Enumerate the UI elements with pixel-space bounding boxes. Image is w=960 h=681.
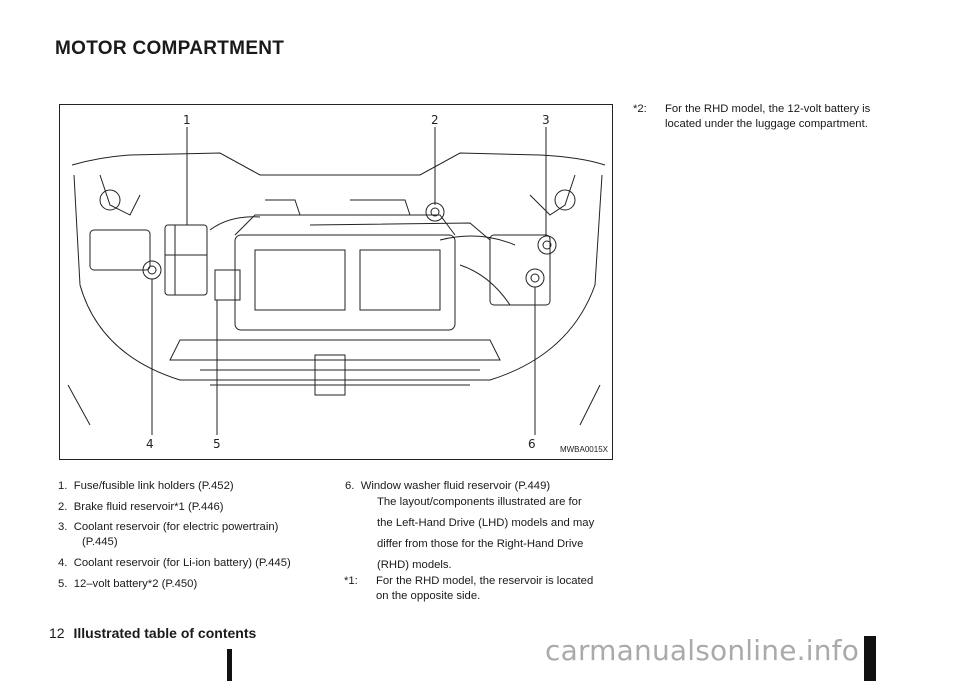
callout-1: 1 — [183, 113, 191, 127]
footer-title: Illustrated table of contents — [73, 625, 257, 641]
callout-4: 4 — [146, 437, 154, 451]
page-footer: 12 Illustrated table of contents — [49, 625, 256, 641]
list-item: 2. Brake fluid reservoir*1 (P.446) — [58, 501, 224, 513]
callout-2: 2 — [431, 113, 439, 127]
list-item-continuation: (P.445) — [82, 536, 118, 548]
motor-compartment-illustration: 1 2 3 4 5 6 MWBA0015X — [59, 104, 613, 460]
callout-3: 3 — [542, 113, 550, 127]
engine-bay-drawing — [67, 127, 606, 435]
figure-code: MWBA0015X — [559, 445, 608, 454]
list-item: 4. Coolant reservoir (for Li-ion battery… — [58, 557, 291, 569]
callout-5: 5 — [213, 437, 221, 451]
list-item: 6. Window washer fluid reservoir (P.449) — [345, 480, 551, 492]
list-item: 5. 12–volt battery*2 (P.450) — [58, 578, 198, 590]
list-item: 3. Coolant reservoir (for electric power… — [58, 521, 279, 533]
callout-6: 6 — [528, 437, 536, 451]
decorative-bar — [227, 649, 232, 681]
decorative-bar — [864, 636, 876, 681]
layout-note: The layout/components illustrated are fo… — [377, 496, 595, 571]
watermark-text: carmanualsonline.info — [545, 634, 860, 667]
footnote-2: *2: For the RHD model, the 12-volt batte… — [633, 103, 871, 130]
footnote-1: *1: For the RHD model, the reservoir is … — [344, 575, 594, 602]
page-number: 12 — [49, 625, 65, 641]
list-item: 1. Fuse/fusible link holders (P.452) — [58, 480, 234, 492]
section-title: MOTOR COMPARTMENT — [55, 38, 285, 59]
